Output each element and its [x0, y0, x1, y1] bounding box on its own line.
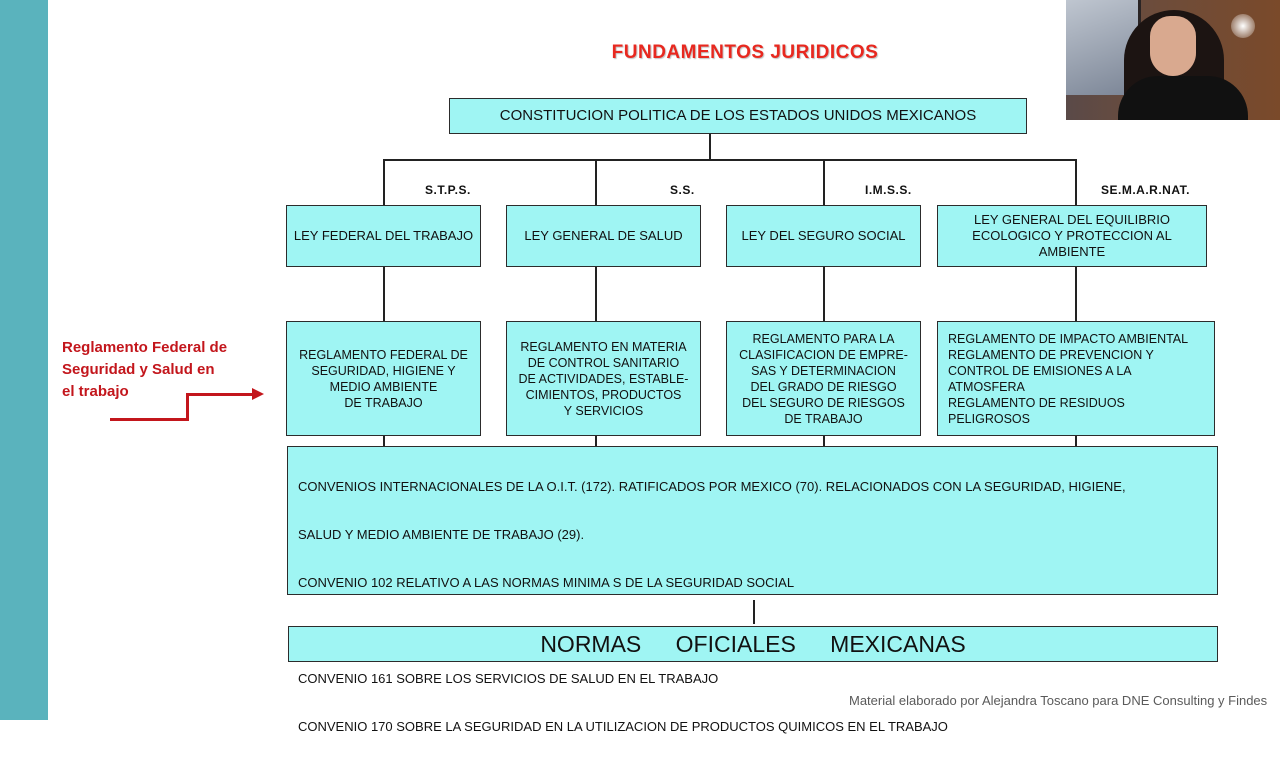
convenio-170: CONVENIO 170 SOBRE LA SEGURIDAD EN LA UT…: [298, 719, 948, 734]
connector-reg-conv-1: [383, 436, 385, 446]
connector-reg-conv-2: [595, 436, 597, 446]
webcam-video: [1066, 0, 1280, 120]
agency-imss: I.M.S.S.: [865, 183, 912, 197]
webcam-person-body: [1118, 76, 1248, 120]
connector-conv-normas: [753, 600, 755, 624]
ley-general-salud-box: LEY GENERAL DE SALUD: [506, 205, 701, 267]
constitucion-box: CONSTITUCION POLITICA DE LOS ESTADOS UNI…: [449, 98, 1027, 134]
convenio-102: CONVENIO 102 RELATIVO A LAS NORMAS MINIM…: [298, 575, 795, 590]
connector-trunk: [709, 134, 711, 160]
connector-ley-reg-4: [1075, 267, 1077, 321]
callout-arrow-top: [186, 393, 254, 396]
reglamento-ambiental-box: REGLAMENTO DE IMPACTO AMBIENTAL REGLAMEN…: [937, 321, 1215, 436]
webcam-person-face: [1150, 16, 1196, 76]
convenios-line-2: SALUD Y MEDIO AMBIENTE DE TRABAJO (29).: [298, 527, 585, 542]
connector-drop-3: [823, 159, 825, 205]
agency-ss: S.S.: [670, 183, 695, 197]
connector-ley-reg-2: [595, 267, 597, 321]
connector-drop-2: [595, 159, 597, 205]
connector-ley-reg-3: [823, 267, 825, 321]
connector-ley-reg-1: [383, 267, 385, 321]
normas-oficiales-box: NORMAS OFICIALES MEXICANAS: [288, 626, 1218, 662]
webcam-background-light: [1231, 14, 1255, 38]
connector-reg-conv-3: [823, 436, 825, 446]
reglamento-control-sanitario-box: REGLAMENTO EN MATERIA DE CONTROL SANITAR…: [506, 321, 701, 436]
callout-arrow-bottom: [110, 418, 189, 421]
slide-title: FUNDAMENTOS JURIDICOS: [611, 42, 879, 63]
credit-text: Material elaborado por Alejandra Toscano…: [849, 693, 1268, 708]
connector-reg-conv-4: [1075, 436, 1077, 446]
agency-stps: S.T.P.S.: [425, 183, 471, 197]
convenios-box: CONVENIOS INTERNACIONALES DE LA O.I.T. (…: [287, 446, 1218, 734]
agency-semarnat: SE.M.A.R.NAT.: [1101, 183, 1190, 197]
reglamento-clasificacion-box: REGLAMENTO PARA LA CLASIFICACION DE EMPR…: [726, 321, 921, 436]
sidebar-stripe: [0, 0, 48, 720]
connector-horizontal: [383, 159, 1076, 161]
connector-drop-1: [383, 159, 385, 205]
callout-arrow-head-icon: [252, 388, 264, 400]
convenios-line-1: CONVENIOS INTERNACIONALES DE LA O.I.T. (…: [298, 479, 1126, 494]
convenio-161: CONVENIO 161 SOBRE LOS SERVICIOS DE SALU…: [298, 671, 719, 686]
callout-text: Reglamento Federal de Seguridad y Salud …: [62, 339, 228, 400]
reglamento-seguridad-box: REGLAMENTO FEDERAL DE SEGURIDAD, HIGIENE…: [286, 321, 481, 436]
callout-arrow-vertical: [186, 393, 189, 421]
ley-seguro-social-box: LEY DEL SEGURO SOCIAL: [726, 205, 921, 267]
ley-federal-trabajo-box: LEY FEDERAL DEL TRABAJO: [286, 205, 481, 267]
connector-drop-4: [1075, 159, 1077, 205]
ley-equilibrio-ecologico-box: LEY GENERAL DEL EQUILIBRIO ECOLOGICO Y P…: [937, 205, 1207, 267]
